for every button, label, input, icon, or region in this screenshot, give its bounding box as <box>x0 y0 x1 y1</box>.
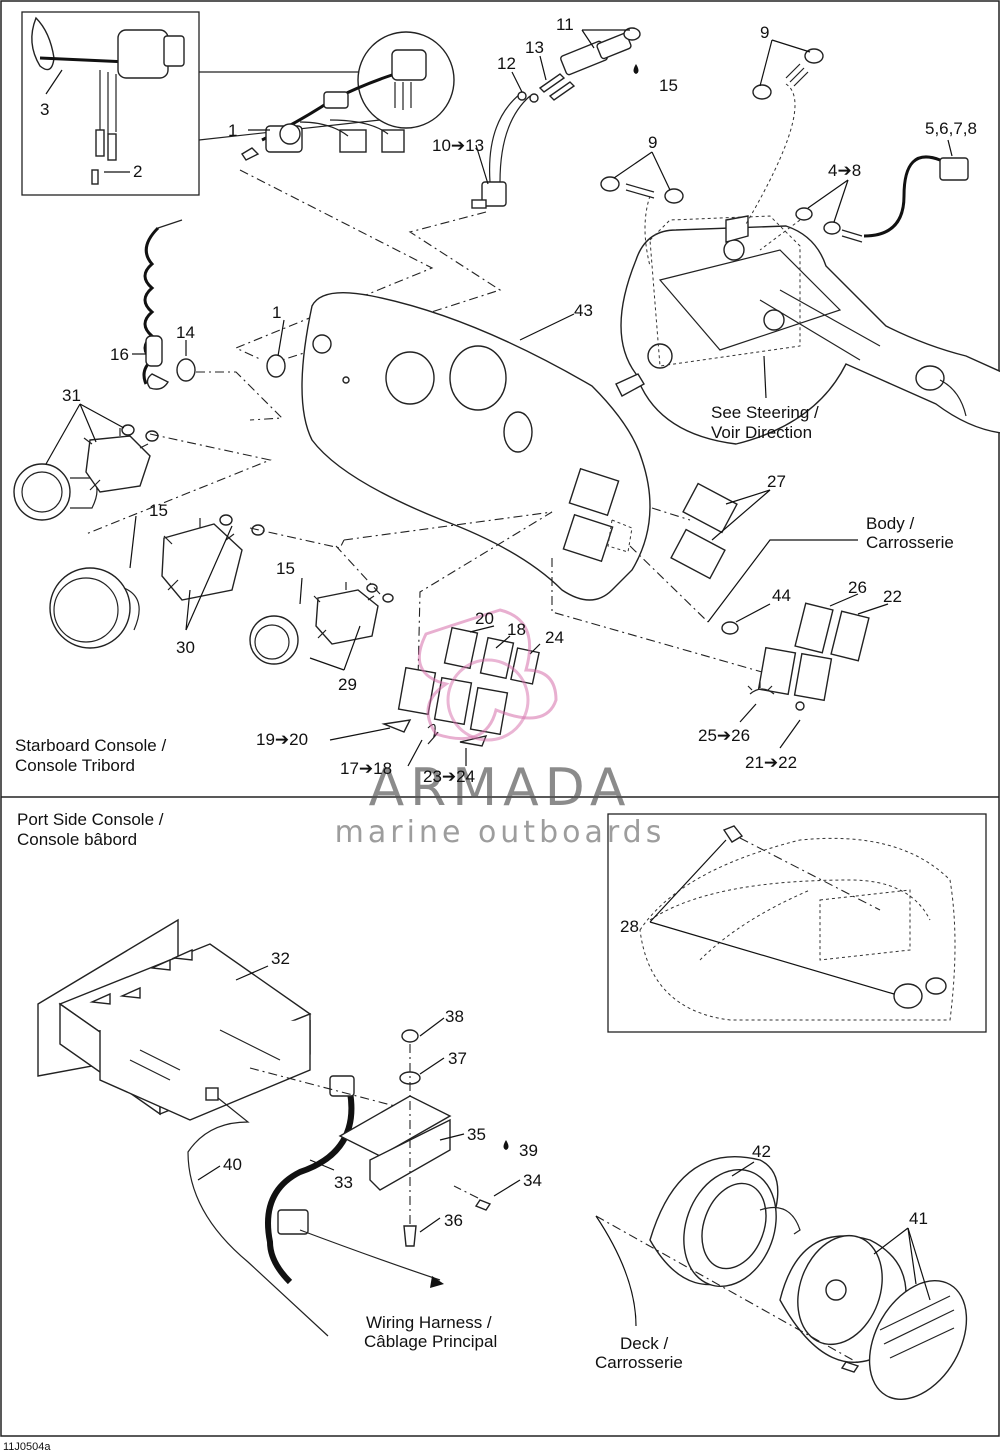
speaker-assembly <box>595 1156 968 1400</box>
starboard-title-fr: Console Tribord <box>15 756 135 775</box>
callout-15b: 15 <box>149 501 168 520</box>
callout-41: 41 <box>909 1209 928 1228</box>
callout-15a: 15 <box>659 76 678 95</box>
ignition-switch-inset <box>21 11 200 196</box>
deck-ref-fr: Carrosserie <box>595 1353 683 1372</box>
gauge-29 <box>249 545 394 665</box>
callout-22: 22 <box>883 587 902 606</box>
callout-4-8: 4➔8 <box>828 161 861 180</box>
callout-17-18: 17➔18 <box>340 759 392 778</box>
route-ignition <box>234 169 434 361</box>
outlet-inset <box>607 813 987 1033</box>
route-switch <box>275 211 502 363</box>
callout-30: 30 <box>176 638 195 657</box>
starboard-title: Starboard Console / <box>15 736 166 755</box>
figure-code: 11J0504a <box>3 1441 51 1453</box>
callout-34: 34 <box>523 1171 542 1190</box>
callout-3: 3 <box>40 100 49 119</box>
switch-plates-27 <box>651 482 738 580</box>
callout-27: 27 <box>767 472 786 491</box>
wiring-ref-fr: Câblage Principal <box>364 1332 497 1351</box>
port-title: Port Side Console / <box>17 810 164 829</box>
steering-ref: See Steering / <box>711 403 819 422</box>
deck-ref: Deck / <box>620 1334 668 1353</box>
callout-18: 18 <box>507 620 526 639</box>
callout-13: 13 <box>525 38 544 57</box>
lanyard-cord <box>142 219 286 421</box>
callout-5-8: 5,6,7,8 <box>925 119 977 138</box>
body-ref: Body / <box>866 514 914 533</box>
port-title-fr: Console bâbord <box>17 830 137 849</box>
dashboard-panel <box>301 291 651 601</box>
callout-16: 16 <box>110 345 129 364</box>
callout-33: 33 <box>334 1173 353 1192</box>
callout-43: 43 <box>574 301 593 320</box>
callout-25-26: 25➔26 <box>698 726 750 745</box>
callout-11: 11 <box>556 15 574 34</box>
callout-leaders-top <box>45 29 953 671</box>
wiring-ref: Wiring Harness / <box>366 1313 492 1332</box>
gauge-30 <box>49 514 345 649</box>
callout-20: 20 <box>475 609 494 628</box>
callout-36: 36 <box>444 1211 463 1230</box>
watermark-brand: ARMADA <box>369 758 632 818</box>
callout-14: 14 <box>176 323 195 342</box>
switch-modules-right <box>739 602 870 749</box>
stereo-radio <box>37 918 312 1121</box>
nut-44 <box>721 621 739 635</box>
callout-21-22: 21➔22 <box>745 753 797 772</box>
callout-26: 26 <box>848 578 867 597</box>
callout-28: 28 <box>620 917 639 936</box>
body-ref-fr: Carrosserie <box>866 533 954 552</box>
steering-ref-fr: Voir Direction <box>711 423 812 442</box>
callout-31: 31 <box>62 386 81 405</box>
callout-38: 38 <box>445 1007 464 1026</box>
callout-29: 29 <box>338 675 357 694</box>
steering-assembly <box>615 215 1000 445</box>
callout-35: 35 <box>467 1125 486 1144</box>
callout-12: 12 <box>497 54 516 73</box>
nut-bolt-set-9a <box>745 48 824 225</box>
ignition-harness <box>241 31 455 161</box>
callout-44: 44 <box>772 586 791 605</box>
callout-42: 42 <box>752 1142 771 1161</box>
callout-2: 2 <box>133 162 142 181</box>
callout-24: 24 <box>545 628 564 647</box>
gauge-31 <box>13 424 272 535</box>
watermark: ARMADA marine outboards <box>335 608 666 850</box>
callout-32: 32 <box>271 949 290 968</box>
callout-9a: 9 <box>760 23 769 42</box>
body-leader <box>707 539 858 623</box>
callout-1b: 1 <box>272 303 281 322</box>
speed-sensor <box>759 155 969 251</box>
callout-15c: 15 <box>276 559 295 578</box>
callout-9b: 9 <box>648 133 657 152</box>
leader-40 <box>197 1165 221 1181</box>
callout-19-20: 19➔20 <box>256 730 308 749</box>
watermark-tagline: marine outboards <box>335 815 666 850</box>
antenna-cable <box>187 1097 329 1337</box>
callout-40: 40 <box>223 1155 242 1174</box>
callout-10-13: 10➔13 <box>432 136 484 155</box>
callout-23-24: 23➔24 <box>423 767 475 786</box>
toggle-switch <box>471 27 641 209</box>
callout-1a: 1 <box>228 121 237 140</box>
callout-37: 37 <box>448 1049 467 1068</box>
callout-39: 39 <box>519 1141 538 1160</box>
nut-bolt-set-9b <box>600 176 684 267</box>
mounting-bracket <box>338 1017 521 1247</box>
route-nut <box>629 545 709 623</box>
